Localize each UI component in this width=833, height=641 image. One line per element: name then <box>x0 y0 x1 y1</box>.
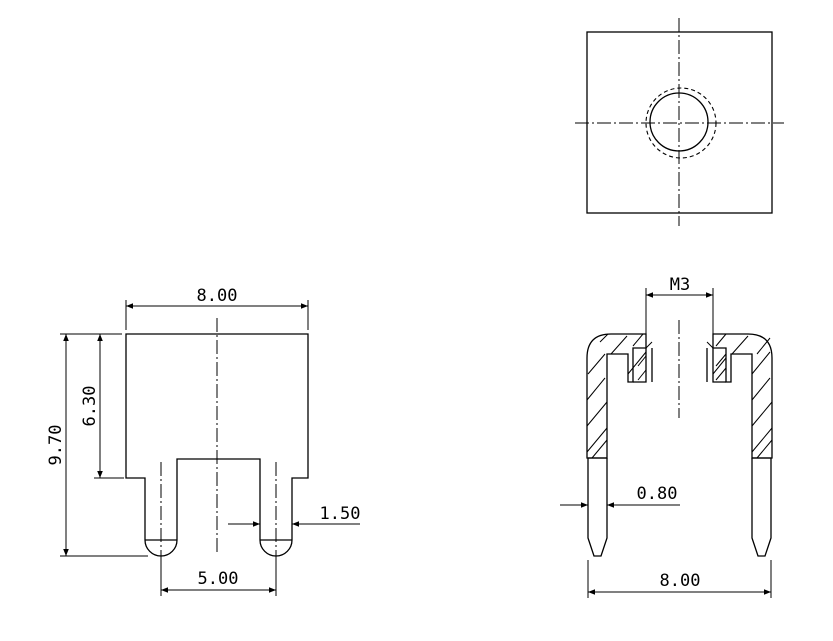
left-pin-section <box>587 458 608 557</box>
dim-section-width: 8.00 <box>587 560 772 598</box>
dim-front-width-label: 8.00 <box>197 286 238 306</box>
dim-pin-pitch: 5.00 <box>160 560 277 596</box>
dim-pin-width: 1.50 <box>228 504 360 530</box>
front-view: 8.00 9.70 6.30 1.50 5.00 <box>46 286 360 596</box>
dim-pin-width-label: 1.50 <box>320 504 361 524</box>
front-view-outline <box>125 333 309 557</box>
right-pin-section <box>751 458 772 557</box>
dim-pin-pitch-label: 5.00 <box>198 569 239 589</box>
right-wall-section <box>712 333 773 459</box>
dim-section-width-label: 8.00 <box>660 571 701 591</box>
dim-front-total-height: 9.70 <box>46 333 148 557</box>
dim-wall-thickness: 0.80 <box>560 484 680 508</box>
dim-thread-label: M3 <box>670 275 690 295</box>
left-wall-hatch <box>586 333 647 459</box>
top-view <box>575 18 784 226</box>
right-wall-hatch <box>712 333 773 459</box>
thread-boss <box>633 341 727 383</box>
dim-wall-thickness-label: 0.80 <box>637 484 678 504</box>
dim-front-body-height: 6.30 <box>80 334 124 479</box>
dim-front-width: 8.00 <box>125 286 309 330</box>
left-wall-section <box>586 333 647 459</box>
dim-thread: M3 <box>645 275 714 334</box>
section-view: M3 0.80 8.00 <box>560 275 773 598</box>
dim-front-body-height-label: 6.30 <box>80 386 100 427</box>
dim-front-total-height-label: 9.70 <box>46 425 66 466</box>
